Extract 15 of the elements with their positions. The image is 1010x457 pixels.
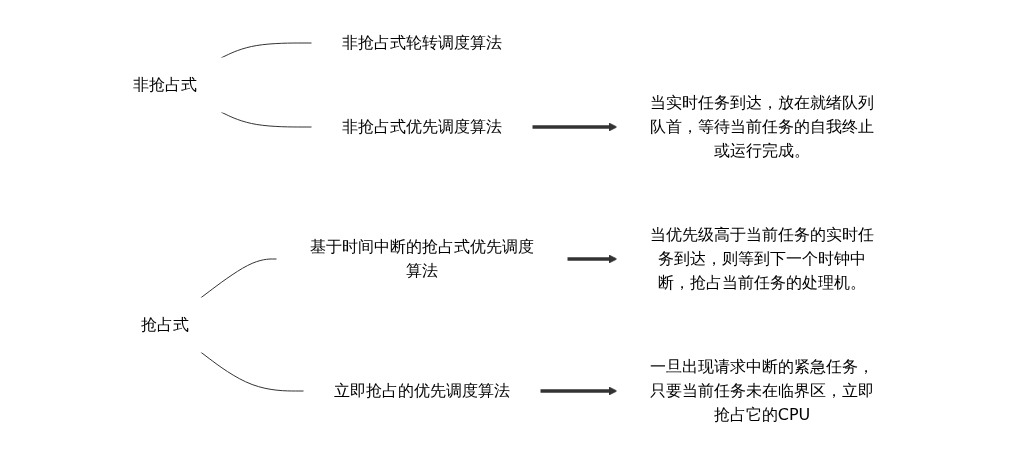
node-text: 非抢占式 — [133, 74, 197, 94]
node-text: 抢占式 — [141, 314, 189, 334]
node-text: 一旦出现请求中断的紧急任务，只要当前任务未在临界区，立即抢占它的CPU — [650, 356, 874, 424]
connector — [200, 351, 305, 391]
arrow — [540, 386, 618, 395]
node-text: 非抢占式轮转调度算法 — [342, 32, 502, 52]
node-text: 立即抢占的优先调度算法 — [334, 380, 510, 400]
node-text: 非抢占式优先调度算法 — [342, 116, 502, 136]
node-text: 当优先级高于当前任务的实时任务到达，则等到下一个时钟中断，抢占当前任务的处理机。 — [650, 224, 874, 292]
node-text: 基于时间中断的抢占式优先调度算法 — [310, 236, 534, 280]
arrow — [567, 254, 618, 263]
connector — [220, 111, 313, 127]
connector — [200, 258, 278, 298]
arrow — [532, 122, 618, 131]
node-text: 当实时任务到达，放在就绪队列队首，等待当前任务的自我终止或运行完成。 — [650, 92, 874, 160]
